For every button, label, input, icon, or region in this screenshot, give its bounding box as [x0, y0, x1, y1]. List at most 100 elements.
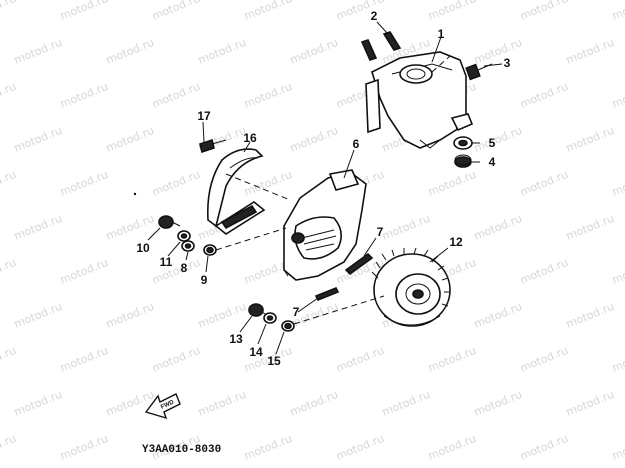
watermark-text: motod.ru — [564, 300, 616, 331]
part-6-fan-cover — [283, 169, 367, 281]
label-part-7-upper: 7 — [377, 225, 384, 239]
watermark-text: motod.ru — [0, 344, 18, 375]
part-16-guard — [206, 148, 266, 235]
watermark-text: motod.ru — [334, 0, 386, 23]
label-part-6: 6 — [353, 137, 360, 151]
watermark-text: motod.ru — [58, 432, 110, 463]
part-13-bolt — [248, 303, 269, 317]
part-15-nut — [281, 320, 295, 332]
part-7-key-lower — [314, 286, 340, 302]
watermark-text: motod.ru — [380, 212, 432, 243]
watermark-text: motod.ru — [58, 168, 110, 199]
label-part-3: 3 — [504, 56, 511, 70]
watermark-text: motod.ru — [12, 36, 64, 67]
watermark-text: motod.ru — [12, 300, 64, 331]
marker-dot — [133, 192, 137, 196]
label-part-17: 17 — [197, 109, 211, 123]
watermark-text: motod.ru — [472, 124, 524, 155]
label-part-14: 14 — [249, 345, 263, 359]
part-9-nut — [203, 244, 217, 256]
watermark-text: motod.ru — [0, 80, 18, 111]
part-3-bolt — [465, 63, 493, 81]
part-4-nut — [454, 154, 472, 168]
label-part-16: 16 — [243, 131, 257, 145]
label-part-10: 10 — [136, 241, 150, 255]
watermark-text: motod.ru — [564, 388, 616, 419]
front-mark-text: FWD — [160, 399, 176, 410]
watermark-text: motod.ru — [196, 388, 248, 419]
watermark-text: motod.ru — [150, 344, 202, 375]
watermark-text: motod.ru — [196, 36, 248, 67]
watermark-text: motod.ru — [242, 0, 294, 23]
watermark-text: motod.ru — [472, 36, 524, 67]
watermark-text: motod.ru — [610, 168, 625, 199]
watermark-text: motod.ru — [0, 0, 18, 23]
watermark-text: motod.ru — [426, 168, 478, 199]
label-part-5: 5 — [489, 136, 496, 150]
part-2-pin — [360, 31, 402, 61]
watermark-text: motod.ru — [610, 80, 625, 111]
watermark-text: motod.ru — [12, 388, 64, 419]
watermark-text: motod.ru — [58, 80, 110, 111]
label-part-8: 8 — [181, 261, 188, 275]
watermark-text: motod.ru — [334, 344, 386, 375]
watermark-text: motod.ru — [288, 36, 340, 67]
watermark-text: motod.ru — [0, 432, 18, 463]
watermark-text: motod.ru — [610, 432, 625, 463]
part-10-bolt — [158, 215, 181, 229]
watermark-text: motod.ru — [104, 36, 156, 67]
watermark-text: motod.ru — [58, 344, 110, 375]
watermark-text: motod.ru — [104, 300, 156, 331]
watermark-text: motod.ru — [472, 300, 524, 331]
watermark-text: motod.ru — [150, 168, 202, 199]
watermark-text: motod.ru — [472, 388, 524, 419]
watermark-text: motod.ru — [104, 124, 156, 155]
leader-lines — [147, 21, 503, 355]
watermark-text: motod.ru — [58, 256, 110, 287]
diagram-code: Y3AA010-8030 — [142, 444, 221, 456]
watermark-text: motod.ru — [150, 256, 202, 287]
label-part-7-lower: 7 — [293, 305, 300, 319]
watermark-text: motod.ru — [104, 388, 156, 419]
watermark-text: motod.ru — [518, 256, 570, 287]
label-part-13: 13 — [229, 332, 243, 346]
part-1-shroud — [365, 51, 474, 149]
watermark-text: motod.ru — [288, 388, 340, 419]
watermark-text: motod.ru — [334, 432, 386, 463]
watermark-text: motod.ru — [242, 80, 294, 111]
watermark-text: motod.ru — [426, 344, 478, 375]
watermark-text: motod.ru — [426, 432, 478, 463]
label-part-15: 15 — [267, 354, 281, 368]
part-7-key-upper — [344, 252, 374, 276]
watermark-text: motod.ru — [518, 344, 570, 375]
watermark-text: motod.ru — [610, 344, 625, 375]
watermark-text: motod.ru — [472, 212, 524, 243]
label-part-1: 1 — [438, 27, 445, 41]
watermark-text: motod.ru — [150, 80, 202, 111]
watermark-text: motod.ru — [12, 212, 64, 243]
label-part-2: 2 — [371, 9, 378, 23]
watermark-text: motod.ru — [610, 0, 625, 23]
watermark-text: motod.ru — [12, 124, 64, 155]
watermark-text: motod.ru — [518, 80, 570, 111]
watermark-text: motod.ru — [380, 388, 432, 419]
watermark-text: motod.ru — [150, 0, 202, 23]
watermark-text: motod.ru — [196, 300, 248, 331]
watermark-text: motod.ru — [0, 256, 18, 287]
assembly-lines — [215, 55, 451, 325]
watermark-text: motod.ru — [518, 432, 570, 463]
part-12-flywheel — [371, 247, 451, 327]
watermark-text: motod.ru — [242, 432, 294, 463]
part-11-washer — [177, 230, 191, 242]
watermark-text: motod.ru — [426, 0, 478, 23]
watermark-text: motod.ru — [564, 36, 616, 67]
part-labels: 1 2 3 4 5 6 7 7 8 9 10 11 12 13 14 15 16… — [136, 9, 510, 368]
part-5-washer — [453, 136, 473, 150]
label-part-12: 12 — [449, 235, 463, 249]
watermark-text: motod.ru — [58, 0, 110, 23]
watermark-text: motod.ru — [564, 212, 616, 243]
label-part-11: 11 — [160, 255, 173, 269]
label-part-4: 4 — [489, 155, 496, 169]
front-arrow-icon: FWD — [144, 393, 181, 420]
